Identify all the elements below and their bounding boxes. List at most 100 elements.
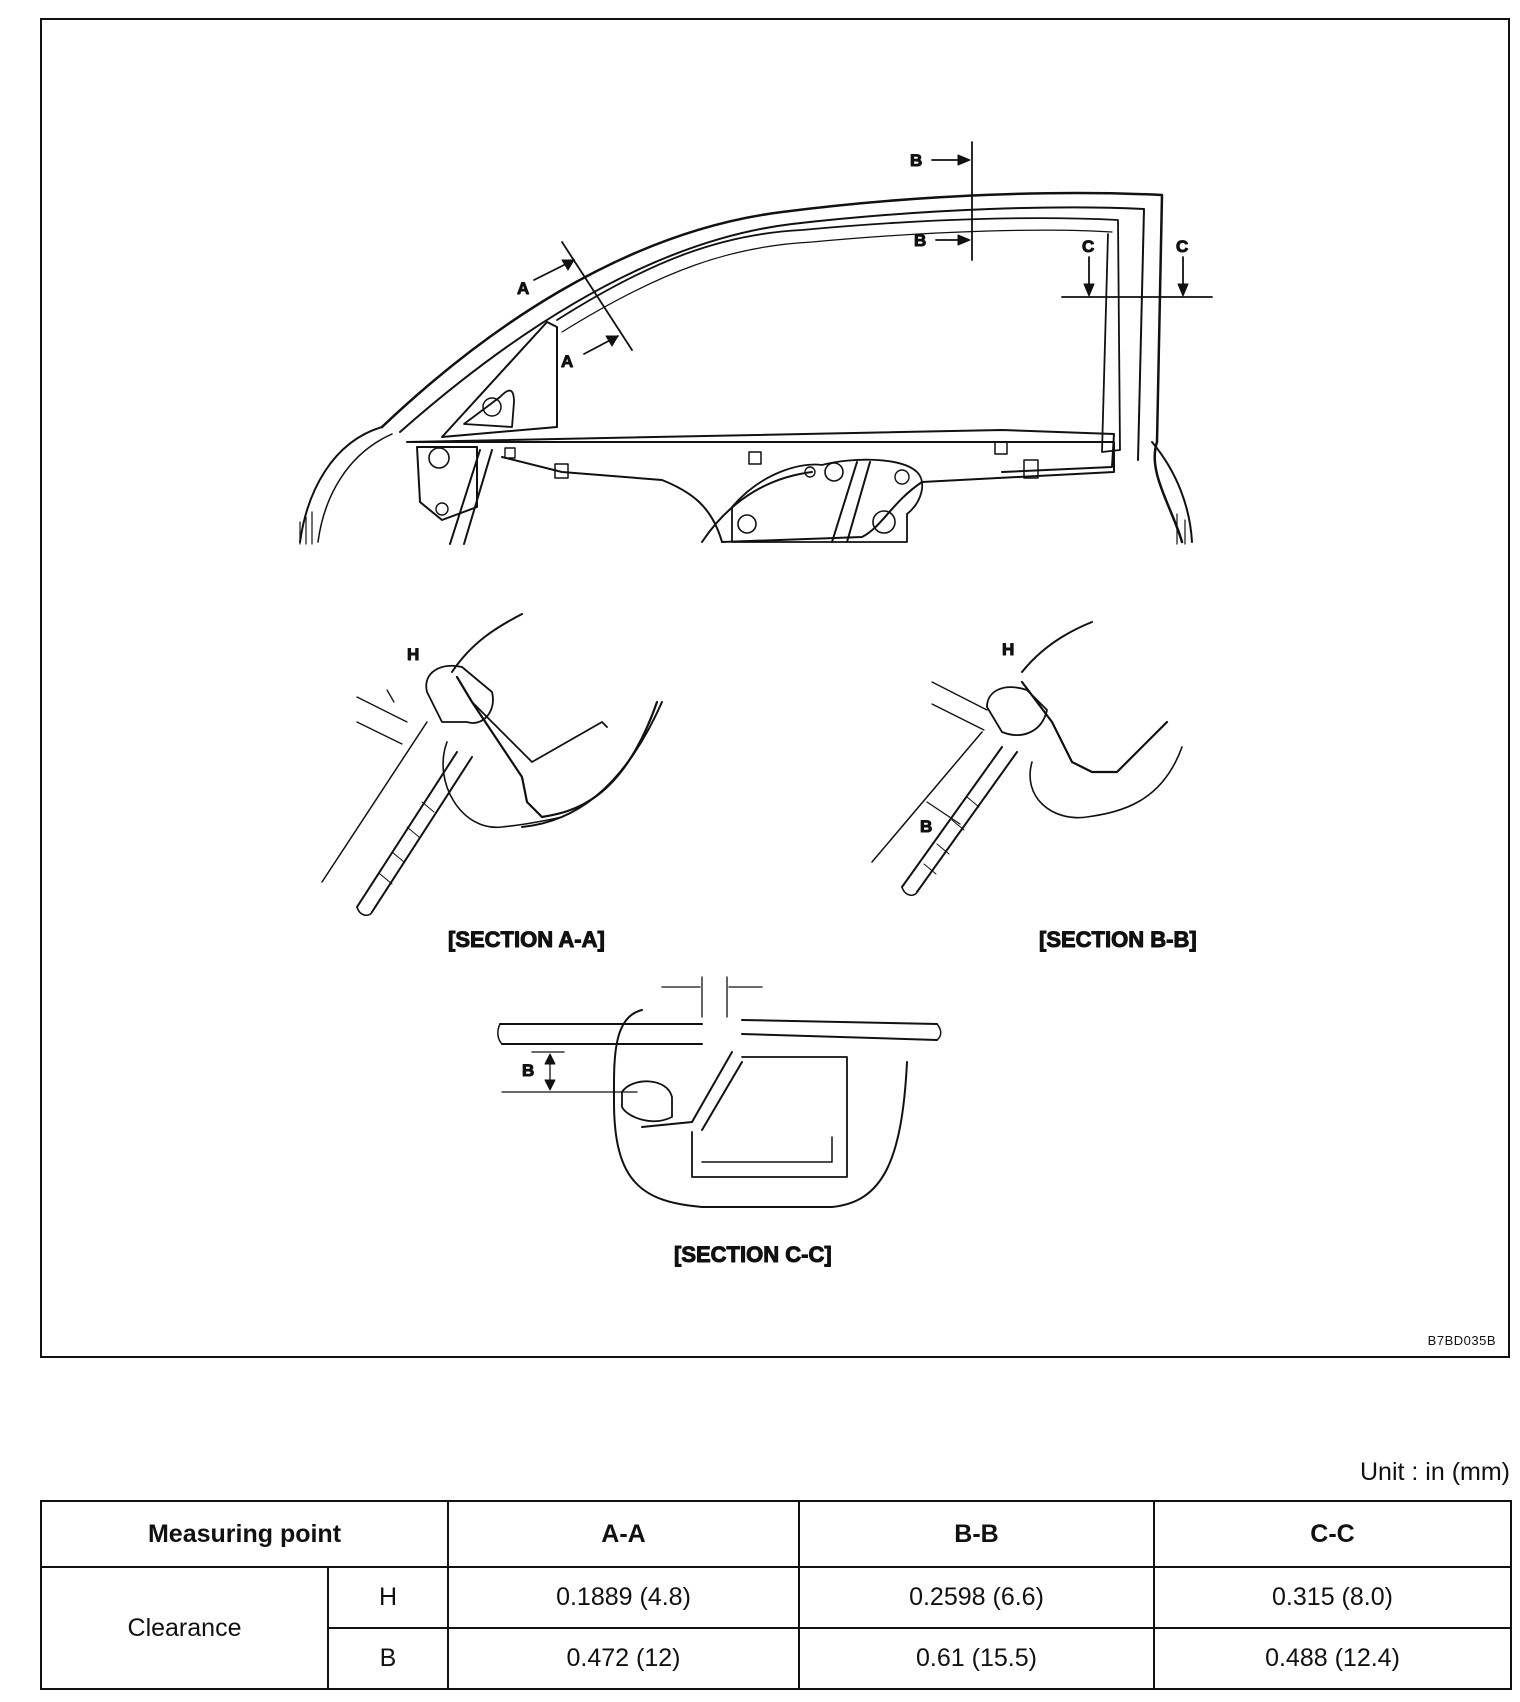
cut-line-a: A A <box>517 241 633 372</box>
cut-line-b: B B <box>910 141 973 261</box>
aa-inner-panel <box>471 701 608 763</box>
bb-roof-skin <box>1021 621 1093 673</box>
cc-weatherstrip <box>621 1080 673 1122</box>
door-front-edge <box>299 426 383 543</box>
glass-outline <box>556 217 1121 453</box>
lower-cut-hatch <box>299 511 1186 545</box>
clip-1 <box>554 463 569 479</box>
callout-c-left: C <box>1082 237 1094 256</box>
bb-dim-line-2 <box>931 703 985 731</box>
table-row-b: B 0.472 (12) 0.61 (15.5) 0.488 (12.4) <box>41 1627 1512 1690</box>
cc-inner-box <box>691 1056 848 1178</box>
door-overview <box>299 191 1193 545</box>
cut-line-c: C C <box>1061 237 1213 298</box>
bb-dim-line-3 <box>926 801 961 825</box>
cell-b-cc: 0.488 (12.4) <box>1153 1627 1512 1690</box>
glass-run-inner <box>561 229 1113 333</box>
callout-a-upper: A <box>517 279 529 298</box>
header-cc: C-C <box>1153 1500 1512 1568</box>
door-sash-outer <box>380 191 1184 544</box>
aa-dim-line-2 <box>356 721 403 745</box>
bb-weatherstrip <box>986 686 1048 736</box>
bracket-bolt-1 <box>428 447 450 469</box>
clearance-spec-table: Measuring point A-A B-B C-C Clearance H … <box>40 1500 1512 1690</box>
front-guide-rail <box>449 449 493 545</box>
clip-4 <box>1023 459 1039 479</box>
regulator-roller-2 <box>872 510 896 534</box>
bracket-bolt-2 <box>435 502 449 516</box>
header-measuring-point: Measuring point <box>40 1500 449 1568</box>
aa-roof-skin <box>451 613 523 673</box>
aa-glass-end <box>356 906 373 917</box>
front-quarter-glass <box>441 321 558 438</box>
section-c-c-drawing: B [SECTION C-C] <box>497 976 942 1268</box>
mirror-patch <box>463 389 515 428</box>
bb-glass <box>901 746 1018 893</box>
cc-callout-b: B <box>522 1061 534 1080</box>
callout-c-right: C <box>1176 237 1188 256</box>
bb-dim-line-1 <box>931 681 988 711</box>
section-a-a-title: [SECTION A-A] <box>448 927 605 952</box>
header-aa: A-A <box>447 1500 800 1568</box>
regulator-pivot <box>824 462 844 482</box>
inner-panel <box>411 441 1115 543</box>
cc-outer-loop <box>612 1009 908 1208</box>
section-b-b-title: [SECTION B-B] <box>1039 927 1197 952</box>
aa-dim-line-1 <box>356 696 408 723</box>
regulator-bolt <box>804 466 816 478</box>
bb-reference-line <box>871 731 983 863</box>
regulator-roller-3 <box>894 469 910 485</box>
aa-glass-hatch <box>379 801 435 885</box>
aa-reference-line <box>321 721 428 883</box>
cell-h-cc: 0.315 (8.0) <box>1153 1566 1512 1629</box>
door-glass-diagram: A A B B C C <box>299 141 1213 1268</box>
bb-outer-panel <box>1020 680 1169 774</box>
lower-bracket <box>416 446 478 521</box>
figure-code: B7BD035B <box>1427 1333 1496 1348</box>
row-point-h: H <box>327 1566 449 1629</box>
diagram-frame: A A B B C C <box>40 18 1510 1358</box>
clip-3 <box>994 441 1008 455</box>
row-group-clearance: Clearance <box>40 1566 329 1690</box>
section-b-b-drawing: H B [SECTION B-B] <box>871 621 1197 953</box>
cell-b-aa: 0.472 (12) <box>447 1627 800 1690</box>
row-point-b: B <box>327 1627 449 1690</box>
aa-inner-curve <box>521 701 663 828</box>
aa-glass <box>356 751 473 913</box>
bb-trim-loop <box>1029 746 1183 819</box>
belt-line <box>406 429 1115 473</box>
regulator-arm <box>701 461 871 543</box>
callout-b-upper: B <box>910 151 922 170</box>
regulator-roller-1 <box>737 514 757 534</box>
cc-glass <box>641 1051 743 1131</box>
bb-callout-h: H <box>1002 640 1014 659</box>
mirror-bolt <box>482 397 502 417</box>
bb-glass-end <box>901 886 918 897</box>
unit-note: Unit : in (mm) <box>1360 1458 1510 1486</box>
cell-h-bb: 0.2598 (6.6) <box>798 1566 1155 1629</box>
callout-a-lower: A <box>561 352 573 371</box>
cc-inner-box-2 <box>701 1136 833 1163</box>
clip-5 <box>504 447 516 459</box>
aa-callout-h: H <box>407 645 419 664</box>
bb-callout-b: B <box>920 817 932 836</box>
section-a-a-drawing: H [SECTION A-A] <box>321 613 663 953</box>
table-header-row: Measuring point A-A B-B C-C <box>40 1500 1512 1568</box>
cc-top-panel-right <box>741 1019 938 1041</box>
callout-b-lower: B <box>914 231 926 250</box>
clip-2 <box>748 451 762 465</box>
cc-right-end <box>936 1023 942 1041</box>
door-rear-edge <box>1151 441 1193 543</box>
header-bb: B-B <box>798 1500 1155 1568</box>
section-c-c-title: [SECTION C-C] <box>674 1242 832 1267</box>
door-sash-inner <box>399 206 1145 461</box>
regulator-plate <box>731 458 924 543</box>
cell-b-bb: 0.61 (15.5) <box>798 1627 1155 1690</box>
bb-glass-hatch <box>923 796 980 875</box>
cc-top-panel-left <box>499 1023 703 1045</box>
table-row-h: Clearance H 0.1889 (4.8) 0.2598 (6.6) 0.… <box>40 1566 1512 1690</box>
cc-left-end <box>497 1023 503 1045</box>
door-front-edge-inner <box>317 433 393 543</box>
aa-weatherstrip <box>425 664 494 724</box>
cell-h-aa: 0.1889 (4.8) <box>447 1566 800 1629</box>
